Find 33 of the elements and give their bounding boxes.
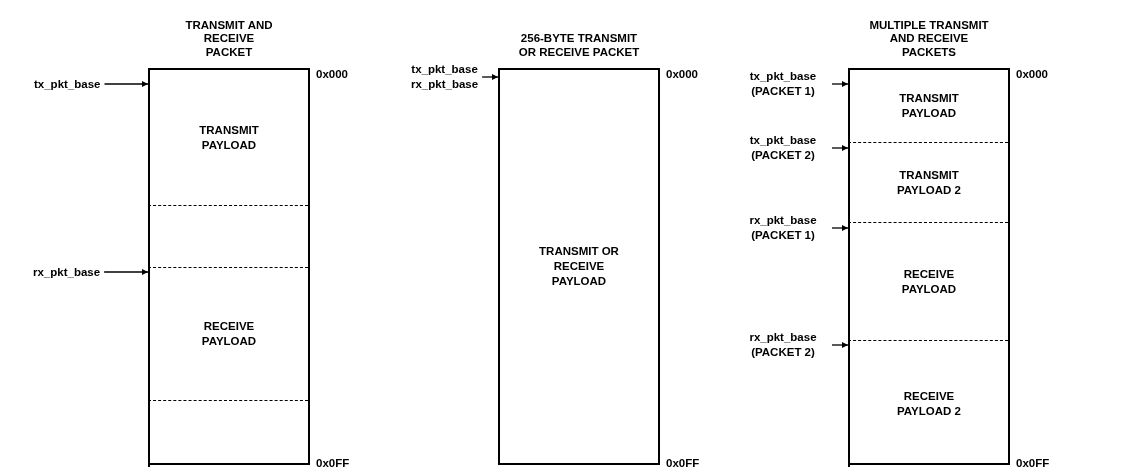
pointer-text: rx_pkt_base (PACKET 1) — [748, 213, 818, 243]
address-label: 0x000 — [1016, 68, 1048, 80]
pointer-text: tx_pkt_base (PACKET 2) — [748, 133, 818, 163]
pointer-text: tx_pkt_base — [34, 76, 101, 92]
block-heading: TRANSMIT AND RECEIVE PACKET — [184, 18, 274, 60]
pointer-text: tx_pkt_base — [411, 62, 479, 77]
arrow — [481, 74, 499, 80]
payload-label: RECEIVE PAYLOAD — [900, 266, 958, 297]
arrow — [103, 269, 149, 275]
pointer-text: rx_pkt_base — [33, 264, 101, 280]
arrow — [103, 81, 149, 87]
memory-region — [148, 400, 308, 467]
arrow — [831, 342, 849, 348]
payload-label: TRANSMIT PAYLOAD 2 — [896, 167, 962, 198]
payload-label: TRANSMIT PAYLOAD — [898, 91, 960, 121]
arrow — [831, 81, 849, 87]
address-label: 0x000 — [316, 68, 348, 80]
address-label: 0x0FF — [316, 457, 350, 469]
block-heading: 256-BYTE TRANSMIT OR RECEIVE PACKET — [517, 32, 641, 60]
address-label: 0x000 — [666, 68, 698, 80]
pointer-text: tx_pkt_base (PACKET 1) — [748, 69, 818, 99]
payload-label: TRANSMIT OR RECEIVE PAYLOAD — [538, 244, 620, 289]
pointer-text: rx_pkt_base (PACKET 2) — [748, 330, 818, 360]
payload-label: RECEIVE PAYLOAD 2 — [896, 389, 962, 419]
arrow — [831, 225, 849, 231]
arrow — [831, 145, 849, 151]
memory-region — [848, 340, 1008, 467]
address-label: 0x0FF — [1016, 457, 1050, 469]
address-label: 0x0FF — [666, 457, 700, 469]
payload-label: TRANSMIT PAYLOAD — [198, 122, 260, 153]
pointer-text: rx_pkt_base — [411, 76, 479, 92]
block-heading: MULTIPLE TRANSMIT AND RECEIVE PACKETS — [868, 18, 990, 60]
payload-label: RECEIVE PAYLOAD — [200, 319, 258, 349]
